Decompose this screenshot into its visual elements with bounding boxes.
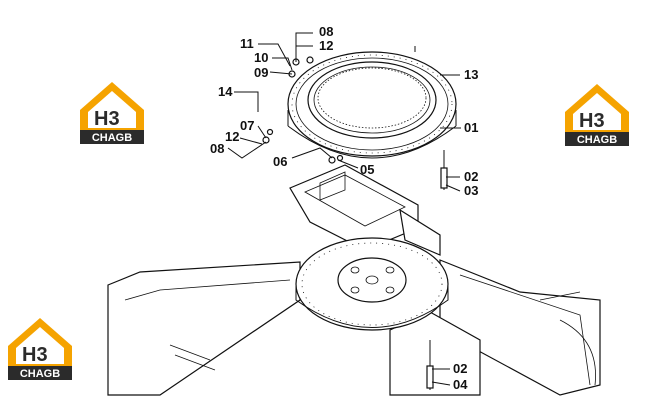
callout-13: 13	[464, 67, 478, 82]
brand-logo-right: H3 CHAGB	[565, 84, 629, 146]
fastener-cluster-left	[262, 128, 274, 144]
callout-07: 07	[240, 118, 254, 133]
callout-08: 08	[319, 24, 333, 39]
logo-text: CHAGB	[577, 134, 617, 146]
callout-02b: 02	[453, 361, 467, 376]
undercarriage-frame	[107, 164, 601, 396]
bolt-02-03	[440, 150, 448, 190]
callout-11: 11	[240, 36, 254, 51]
logo-text: CHAGB	[20, 368, 60, 380]
fastener-06-05	[328, 154, 344, 164]
brand-logo-left: H3 CHAGB	[80, 82, 144, 144]
callout-01: 01	[464, 120, 478, 135]
callout-10: 10	[254, 50, 268, 65]
bolt-02-04	[426, 340, 434, 390]
callout-12: 12	[319, 38, 333, 53]
callout-05: 05	[360, 162, 374, 177]
callout-02: 02	[464, 169, 478, 184]
logo-mark: H3	[579, 110, 605, 132]
callout-08b: 08	[210, 141, 224, 156]
leader-lines	[227, 32, 461, 386]
callout-03: 03	[464, 183, 478, 198]
callout-labels: 08 12 11 10 09 13 14 01 07 12 08 06 05 0…	[210, 24, 478, 392]
brand-logo-bottom-left: H3 CHAGB	[8, 318, 72, 380]
callout-06: 06	[273, 154, 287, 169]
turntable-mount	[295, 237, 449, 331]
logo-mark: H3	[22, 344, 48, 366]
slewing-ring-bearing	[287, 51, 457, 159]
callout-09: 09	[254, 65, 268, 80]
callout-14: 14	[218, 84, 233, 99]
callout-12b: 12	[225, 129, 239, 144]
logo-mark: H3	[94, 108, 120, 130]
logo-text: CHAGB	[92, 132, 132, 144]
callout-04: 04	[453, 377, 468, 392]
